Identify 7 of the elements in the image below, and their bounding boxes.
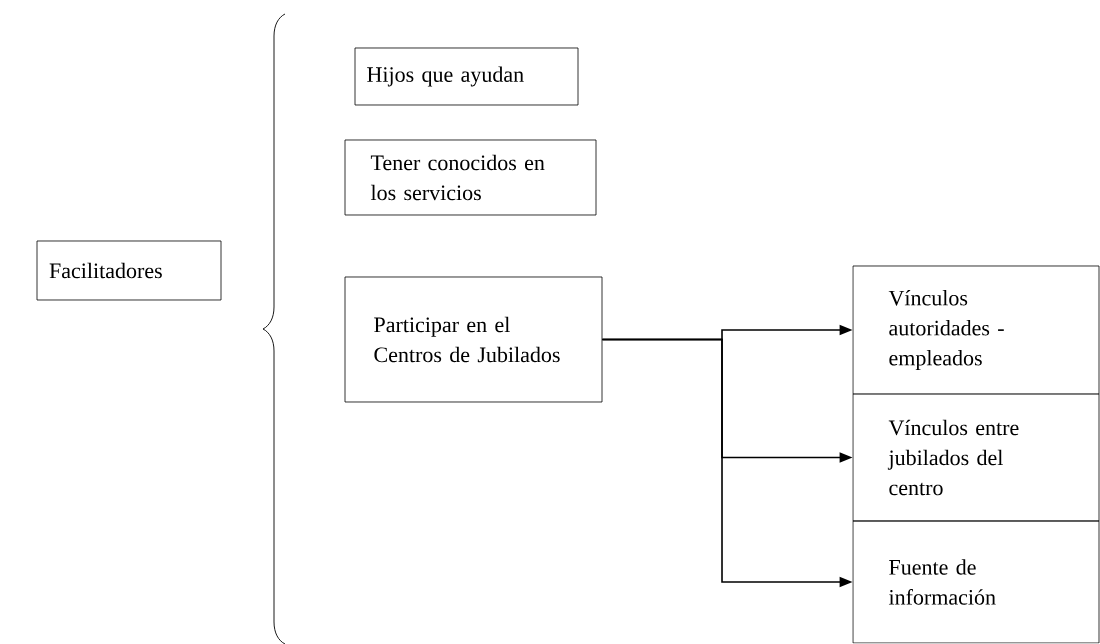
text-box: Facilitadores — [36, 240, 222, 301]
text-box: Hijos que ayudan — [354, 47, 579, 106]
text-box: Participar en el Centros de Jubilados — [344, 276, 603, 403]
text-box: Tener conocidos en los servicios — [344, 139, 597, 216]
text-box: Vínculos autoridades - empleados — [852, 265, 1100, 395]
text-box: Vínculos entre jubilados del centro — [852, 393, 1100, 522]
text-box: Fuente de información — [852, 520, 1100, 644]
